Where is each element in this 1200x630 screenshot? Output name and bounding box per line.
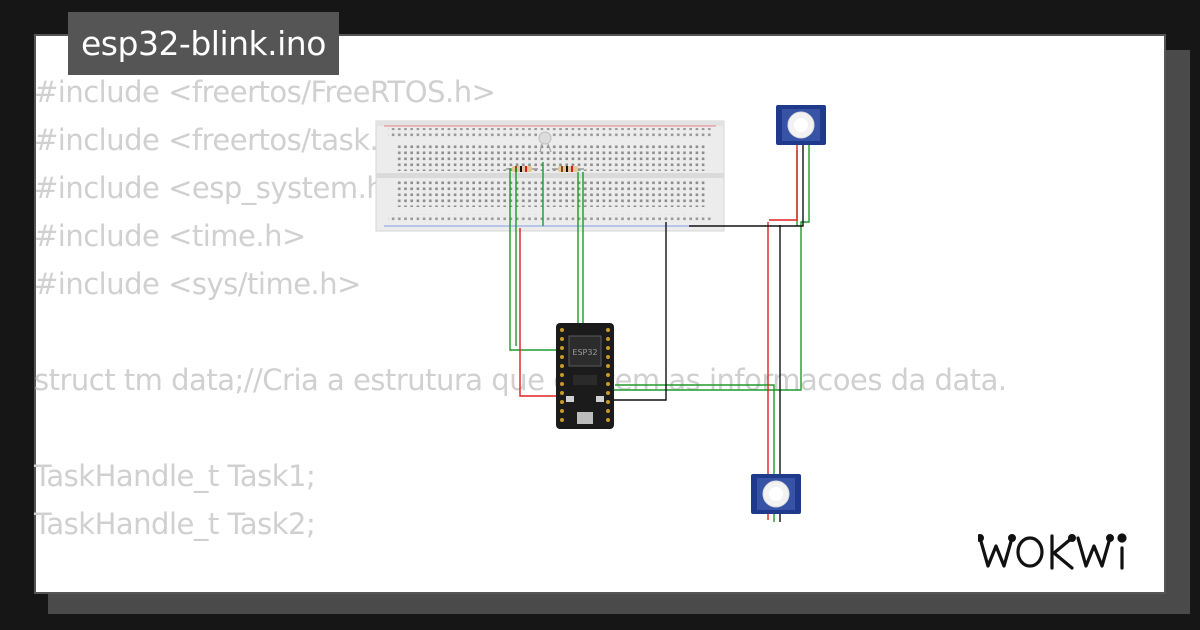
code-preview: #include <freertos/FreeRTOS.h> #include … bbox=[34, 68, 1007, 548]
code-line: #include <esp_system.h> bbox=[34, 171, 408, 205]
led-icon bbox=[538, 131, 552, 153]
code-line: TaskHandle_t Task1; bbox=[34, 459, 316, 493]
black-wires bbox=[611, 143, 804, 522]
resistor-icon bbox=[552, 166, 584, 172]
code-line: struct tm data;//Cria a estrutura que co… bbox=[34, 363, 1007, 397]
red-wires bbox=[519, 143, 798, 520]
project-title: esp32-blink.ino bbox=[68, 12, 339, 75]
code-line: #include <sys/time.h> bbox=[34, 267, 361, 301]
pir-sensor-icon bbox=[776, 105, 826, 145]
code-line: TaskHandle_t Task2; bbox=[34, 507, 316, 541]
chip-label: ESP32 bbox=[572, 348, 597, 357]
code-line: #include <time.h> bbox=[34, 219, 306, 253]
wokwi-logo-icon bbox=[978, 533, 1127, 570]
code-line: #include <freertos/FreeRTOS.h> bbox=[34, 75, 496, 109]
pir-sensor-icon bbox=[751, 474, 801, 514]
esp32-board-icon: ESP32 bbox=[556, 323, 614, 429]
